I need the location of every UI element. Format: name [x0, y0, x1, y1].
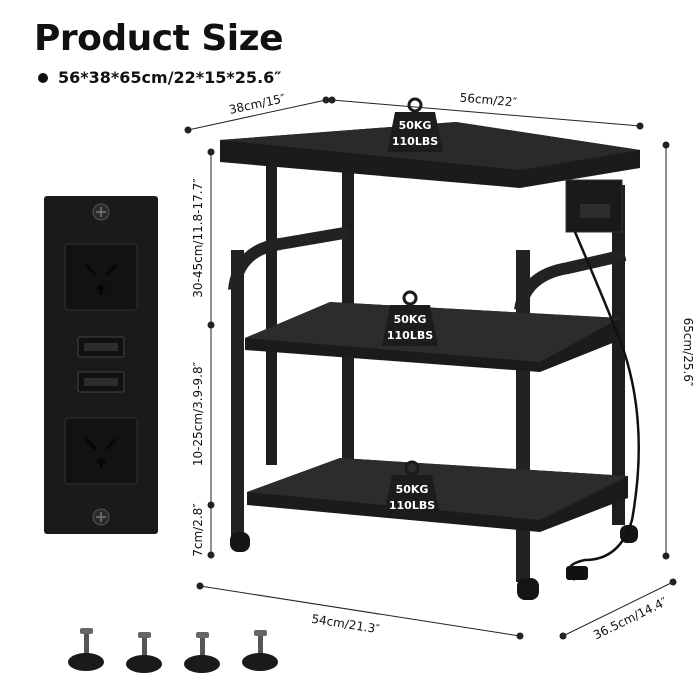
width-bottom-label: 54cm/21.3″	[311, 612, 382, 637]
dimension-lines	[184, 96, 677, 640]
weight-tag-middle: 50KG 110LBS	[382, 290, 438, 346]
width-top-label: 56cm/22″	[459, 91, 518, 110]
weight-lbs-label: 110LBS	[392, 135, 438, 148]
page-title: Product Size	[34, 18, 284, 59]
weight-kg-label: 50KG	[394, 313, 427, 326]
depth-bottom-label: 36.5cm/14.4″	[591, 594, 670, 642]
upper-gap-label: 30-45cm/11.8-17.7″	[191, 178, 205, 298]
size-spec: 56*38*65cm/22*15*25.6″	[38, 68, 281, 87]
weight-lbs-label: 110LBS	[389, 499, 435, 512]
weight-tag-top: 50KG 110LBS	[387, 97, 443, 152]
adjustable-foot-icon	[126, 632, 162, 673]
printer-stand	[220, 122, 640, 600]
adjustable-foot-icon	[184, 632, 220, 673]
depth-top-label: 38cm/15″	[228, 91, 288, 117]
size-spec-text: 56*38*65cm/22*15*25.6″	[58, 68, 282, 87]
middle-gap-label: 10-25cm/3.9-9.8″	[191, 361, 205, 466]
weight-tag-bottom: 50KG 110LBS	[384, 460, 440, 516]
weight-kg-label: 50KG	[396, 483, 429, 496]
bullet-icon	[38, 72, 48, 83]
power-strip-icon	[44, 196, 158, 534]
weight-lbs-label: 110LBS	[387, 329, 433, 342]
adjustable-foot-icon	[242, 630, 278, 671]
weight-kg-label: 50KG	[399, 119, 432, 132]
adjustable-foot-icon	[68, 628, 104, 671]
bottom-clearance-label: 7cm/2.8″	[191, 503, 205, 557]
height-total-label: 65cm/25.6″	[681, 318, 695, 387]
